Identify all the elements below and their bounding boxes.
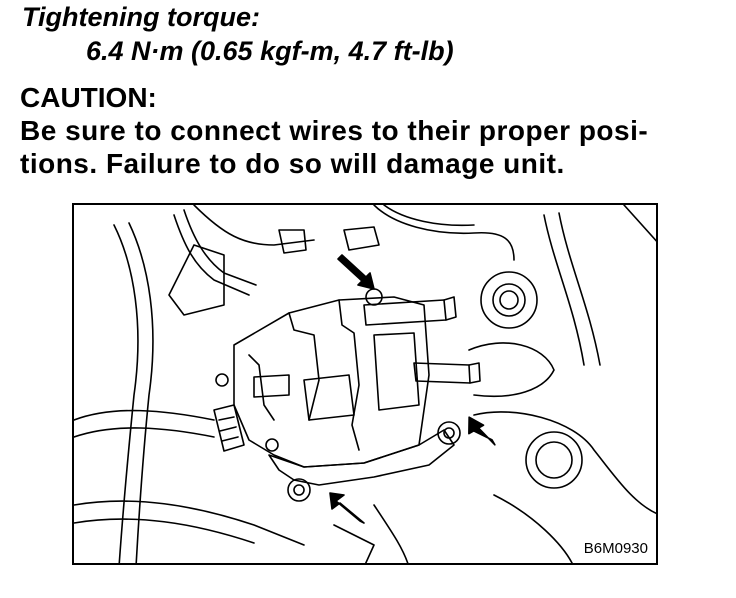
ignition-coil-illustration-icon	[74, 205, 656, 563]
caution-text-line-1: Be sure to connect wires to their proper…	[20, 115, 649, 146]
ignition-coil-figure: B6M0930	[72, 203, 658, 565]
torque-label: Tightening torque:	[22, 2, 260, 32]
caution-text-line-2: tions. Failure to do so will damage unit…	[20, 148, 565, 179]
caution-heading: CAUTION:	[20, 82, 157, 113]
torque-value: 6.4 N·m (0.65 kgf-m, 4.7 ft-lb)	[86, 36, 454, 66]
figure-code: B6M0930	[583, 540, 648, 557]
